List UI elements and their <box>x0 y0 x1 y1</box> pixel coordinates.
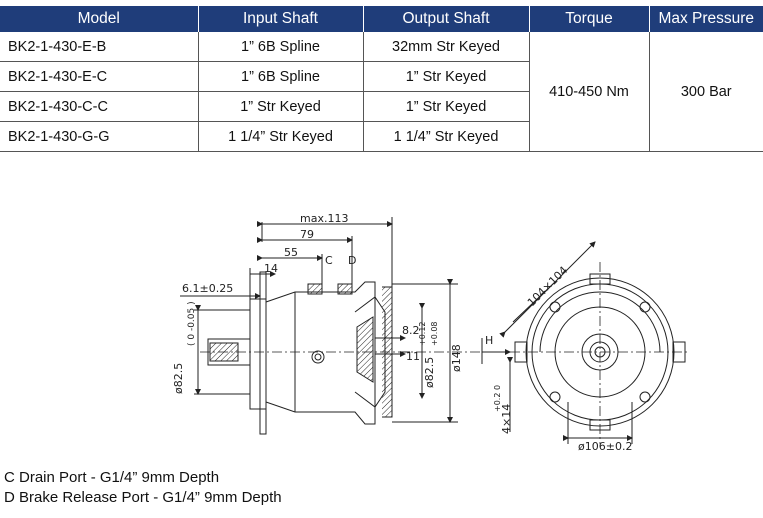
note-drain-port: C Drain Port - G1/4” 9mm Depth <box>4 469 220 486</box>
cell-input-shaft: 1 1/4” Str Keyed <box>197 121 363 152</box>
dim-82-5-output: ø82.5 <box>423 357 436 388</box>
dim-148: ø148 <box>450 344 463 372</box>
cell-output-shaft: 1” Str Keyed <box>362 61 529 92</box>
section-h-label: H <box>485 334 493 347</box>
cell-model: BK2-1-430-E-C <box>0 61 198 92</box>
spec-table: Model Input Shaft Output Shaft Torque Ma… <box>0 6 763 152</box>
dim-82-5-tol-top: +0.12 <box>418 321 427 346</box>
dim-max113: max.113 <box>300 212 348 225</box>
header-model: Model <box>0 6 198 32</box>
cell-output-shaft: 1” Str Keyed <box>362 91 529 122</box>
dim-8-2: 8.2 <box>402 324 420 337</box>
dim-79: 79 <box>300 228 314 241</box>
dim-106: ø106±0.2 <box>578 440 632 452</box>
table-row: BK2-1-430-C-C 1” Str Keyed 1” Str Keyed <box>0 91 763 122</box>
table-row: BK2-1-430-G-G 1 1/4” Str Keyed 1 1/4” St… <box>0 121 763 152</box>
cell-output-shaft: 32mm Str Keyed <box>362 32 529 62</box>
dim-104x104: 104×104 <box>525 264 570 309</box>
cell-model: BK2-1-430-E-B <box>0 32 198 62</box>
port-c-label: C <box>325 254 333 267</box>
cell-input-shaft: 1” 6B Spline <box>197 32 363 62</box>
section-marker-h <box>481 338 511 364</box>
cell-torque: 410-450 Nm <box>528 32 649 152</box>
table-row: BK2-1-430-E-B 1” 6B Spline 32mm Str Keye… <box>0 32 763 152</box>
header-max-pressure: Max Pressure <box>648 6 763 32</box>
header-torque: Torque <box>528 6 649 32</box>
port-d-label: D <box>348 254 356 267</box>
port-notes: C Drain Port - G1/4” 9mm Depth D Brake R… <box>4 468 282 508</box>
note-brake-release-port: D Brake Release Port - G1/4” 9mm Depth <box>4 489 282 506</box>
dim-82-5-tol-bottom: +0.08 <box>430 321 439 346</box>
dim-55: 55 <box>284 246 298 259</box>
dim-4x14: 4×14 <box>500 404 513 434</box>
header-output-shaft: Output Shaft <box>362 6 529 32</box>
dim-11: 11 <box>406 350 420 363</box>
table-header-row: Model Input Shaft Output Shaft Torque Ma… <box>0 6 763 32</box>
header-input-shaft: Input Shaft <box>197 6 363 32</box>
dim-6-1: 6.1±0.25 <box>182 282 233 295</box>
front-view <box>499 241 690 444</box>
dim-4x14-tol: +0.2 0 <box>493 385 502 412</box>
cell-input-shaft: 1” Str Keyed <box>197 91 363 122</box>
cell-model: BK2-1-430-C-C <box>0 91 198 122</box>
cell-output-shaft: 1 1/4” Str Keyed <box>362 121 529 152</box>
cell-model: BK2-1-430-G-G <box>0 121 198 152</box>
dim-82-5-input-tol: ( 0 -0.05 ) <box>187 301 197 346</box>
dim-82-5-input: ø82.5 <box>172 363 185 394</box>
side-view <box>180 217 495 435</box>
cell-max-pressure: 300 Bar <box>648 32 763 152</box>
table-row: BK2-1-430-E-C 1” 6B Spline 1” Str Keyed <box>0 61 763 92</box>
technical-drawing: max.113 79 55 14 6.1±0.25 C D 8.2 11 ø82… <box>172 212 690 452</box>
cell-input-shaft: 1” 6B Spline <box>197 61 363 92</box>
dim-14: 14 <box>264 262 278 275</box>
